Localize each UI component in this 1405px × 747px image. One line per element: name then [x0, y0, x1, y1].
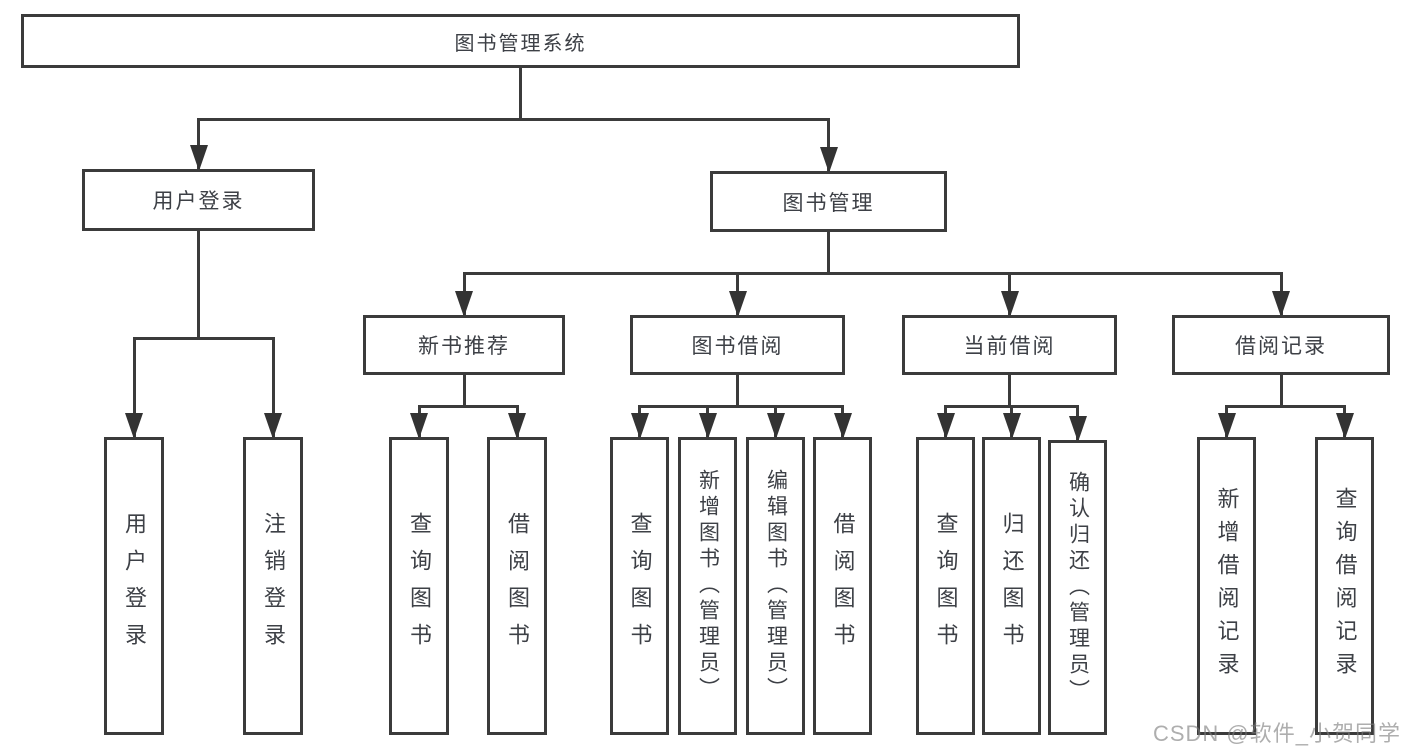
arrow-down-icon — [630, 413, 649, 439]
node-login: 用户登录 — [104, 437, 164, 735]
connector-line — [132, 337, 275, 340]
arrow-down-icon — [1217, 413, 1236, 439]
connector-line — [736, 375, 739, 405]
connector-line — [132, 337, 136, 437]
node-user-login-group: 用户登录 — [82, 169, 315, 231]
connector-line — [1008, 375, 1011, 405]
arrow-down-icon — [1272, 291, 1290, 317]
arrow-down-icon — [1068, 416, 1087, 442]
connector-line — [827, 232, 830, 272]
node-current-borrowing: 当前借阅 — [902, 315, 1117, 375]
csdn-watermark: CSDN @软件_小贺同学 — [1152, 721, 1401, 746]
connector-line — [827, 118, 830, 171]
node-new-book-recommend: 新书推荐 — [363, 315, 565, 375]
arrow-down-icon — [698, 413, 717, 439]
connector-line — [462, 375, 466, 405]
arrow-down-icon — [189, 145, 208, 171]
node-rec-borrow-books: 借阅图书 — [487, 437, 547, 735]
node-book-mgmt: 图书管理 — [710, 171, 947, 232]
connector-line — [519, 68, 522, 118]
arrow-down-icon — [819, 147, 838, 173]
arrow-down-icon — [455, 291, 473, 317]
node-bb-borrow-books: 借阅图书 — [813, 437, 872, 735]
connector-line — [271, 337, 275, 437]
node-rec-query-books: 查询图书 — [389, 437, 449, 735]
connector-line — [197, 231, 200, 337]
connector-line — [638, 405, 844, 408]
arrow-down-icon — [1000, 291, 1019, 317]
arrow-down-icon — [766, 413, 785, 439]
node-logout: 注销登录 — [243, 437, 303, 735]
node-br-add-record: 新增借阅记录 — [1197, 437, 1256, 735]
node-book-borrowing: 图书借阅 — [630, 315, 845, 375]
connector-line — [197, 118, 200, 169]
node-cb-return-books: 归还图书 — [982, 437, 1041, 735]
arrow-down-icon — [125, 413, 143, 439]
arrow-down-icon — [936, 413, 955, 439]
connector-line — [462, 272, 1283, 275]
arrow-down-icon — [264, 413, 282, 439]
arrow-down-icon — [508, 413, 526, 439]
node-cb-confirm-return: 确认归还（管理员） — [1048, 440, 1107, 735]
arrow-down-icon — [1002, 413, 1021, 439]
node-root: 图书管理系统 — [21, 14, 1020, 68]
arrow-down-icon — [410, 413, 428, 439]
node-bb-query-books: 查询图书 — [610, 437, 669, 735]
arrow-down-icon — [1335, 413, 1354, 439]
node-bb-edit-books: 编辑图书（管理员） — [746, 437, 805, 735]
arrow-down-icon — [728, 291, 747, 317]
node-borrowing-records: 借阅记录 — [1172, 315, 1390, 375]
connector-line — [1225, 405, 1346, 408]
node-cb-query-books: 查询图书 — [916, 437, 975, 735]
connector-line — [1279, 375, 1283, 405]
node-bb-add-books: 新增图书（管理员） — [678, 437, 737, 735]
connector-line — [417, 405, 519, 408]
arrow-down-icon — [833, 413, 852, 439]
connector-line — [197, 118, 830, 121]
node-br-query-record: 查询借阅记录 — [1315, 437, 1374, 735]
